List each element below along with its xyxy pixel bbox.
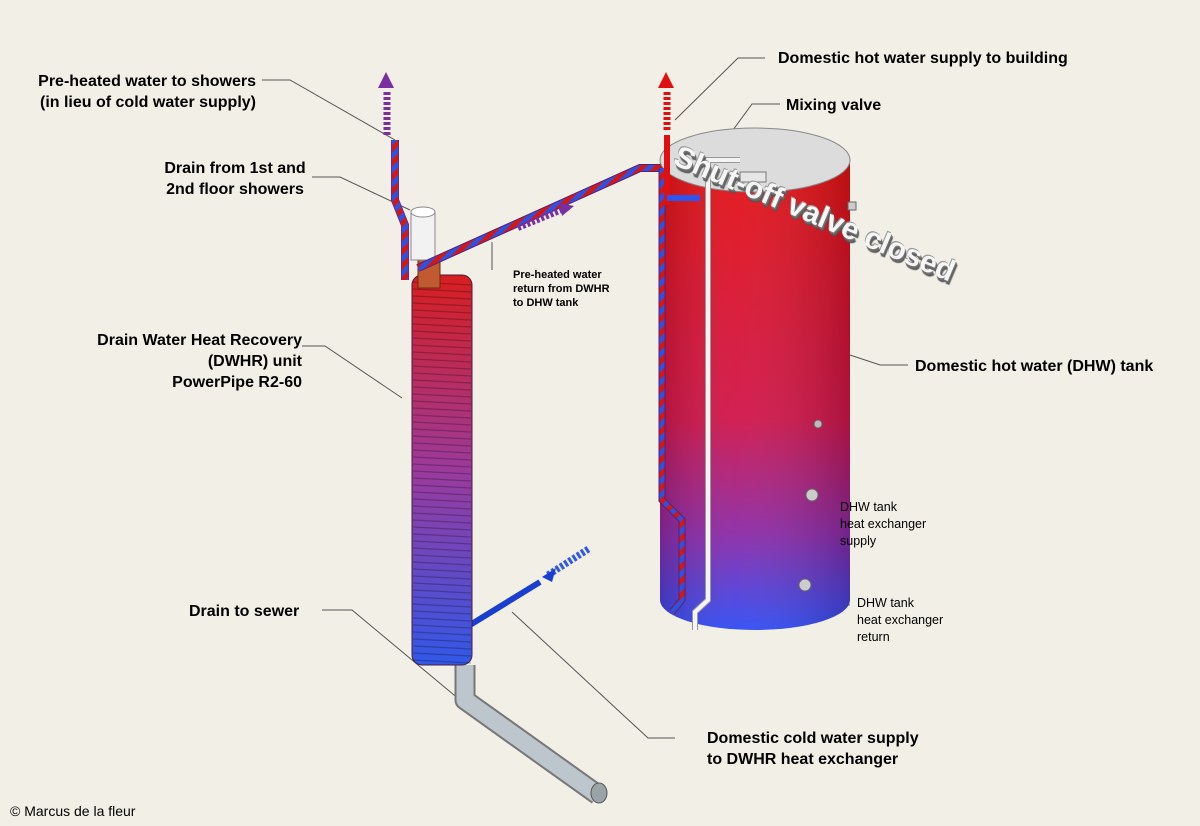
label-line: heat exchanger (857, 613, 944, 627)
label-line: (DWHR) unit (207, 353, 302, 370)
coil-ridge (412, 449, 472, 454)
label-dhw-supply: Domestic hot water supply to building (778, 50, 1068, 67)
coil-ridge (412, 442, 472, 447)
label-hx-supply: DHW tank heat exchanger supply (840, 499, 926, 550)
label-hx-return: DHW tank heat exchanger return (857, 595, 943, 646)
coil-ridge (412, 477, 472, 482)
copyright: © Marcus de la fleur (10, 803, 136, 819)
label-line: Domestic cold water supply (707, 730, 919, 747)
label-line: return from DWHR (513, 283, 610, 295)
coil-ridge (412, 547, 472, 552)
label-line: to DHW tank (513, 297, 579, 309)
label-line: PowerPipe R2-60 (172, 374, 302, 391)
hot-supply (658, 72, 700, 205)
coil-ridge (412, 617, 472, 622)
label-line: (in lieu of cold water supply) (39, 94, 256, 111)
coil-ridge (412, 379, 472, 384)
coil-ridge (412, 337, 472, 342)
coil-ridge (412, 575, 472, 580)
label-line: heat exchanger (840, 517, 927, 531)
coil-ridge (412, 372, 472, 377)
coil-ridge (412, 519, 472, 524)
coil-ridge (412, 561, 472, 566)
label-dhw-tank: Domestic hot water (DHW) tank (915, 358, 1154, 375)
label-line: 2nd floor showers (166, 181, 304, 198)
coil-ridge (412, 330, 472, 335)
coil-ridge (412, 456, 472, 461)
coil-ridge (412, 428, 472, 433)
coil-ridge (412, 505, 472, 510)
coil-ridge (412, 400, 472, 405)
coil-ridge (412, 526, 472, 531)
leader-lines (262, 57, 908, 739)
coil-ridge (412, 596, 472, 601)
label-line: to DWHR heat exchanger (707, 751, 899, 768)
label-line: Drain Water Heat Recovery (97, 332, 302, 349)
label-dwhr-unit: Drain Water Heat Recovery (DWHR) unit Po… (97, 330, 302, 393)
coil-ridge (412, 302, 472, 307)
label-line: DHW tank (840, 500, 897, 514)
coil-ridge (412, 288, 472, 293)
coil-ridge (412, 421, 472, 426)
dwhr-coil (411, 257, 473, 666)
label-line: Pre-heated water to showers (38, 73, 256, 90)
coil-ridge (412, 358, 472, 363)
label-preheated-return: Pre-heated water return from DWHR to DHW… (513, 268, 610, 310)
label-drain-from: Drain from 1st and 2nd floor showers (140, 158, 330, 200)
coil-ridge (412, 316, 472, 321)
coil-ridge (412, 603, 472, 608)
coil-ridge (412, 582, 472, 587)
coil-ridge (412, 554, 472, 559)
coil-ridge (412, 386, 472, 391)
coil-ridge (412, 610, 472, 615)
coil-ridge (412, 540, 472, 545)
coil-ridge (412, 344, 472, 349)
coil-ridge (412, 351, 472, 356)
sewer-pipe (454, 665, 608, 804)
coil-ridge (412, 638, 472, 643)
coil-ridge (412, 435, 472, 440)
coil-ridge (412, 533, 472, 538)
coil-ridge (412, 470, 472, 475)
coil-ridge (412, 512, 472, 517)
coil-ridge (412, 491, 472, 496)
coil-ridge (412, 652, 472, 657)
coil-ridge (412, 484, 472, 489)
coil-ridge (412, 568, 472, 573)
drain-inlet (410, 206, 436, 261)
label-mixing-valve: Mixing valve (786, 97, 882, 114)
coil-ridge (412, 323, 472, 328)
coil-ridge (412, 309, 472, 314)
label-preheated-showers: Pre-heated water to showers (in lieu of … (38, 71, 256, 113)
cold-water-pipe (468, 545, 592, 628)
label-cold-supply: Domestic cold water supply to DWHR heat … (707, 728, 919, 770)
label-drain-to-sewer: Drain to sewer (189, 603, 300, 620)
coil-ridge (412, 414, 472, 419)
label-line: Drain from 1st and (164, 160, 306, 177)
coil-ridge (412, 407, 472, 412)
label-line: Pre-heated water (513, 269, 602, 281)
coil-ridge (412, 393, 472, 398)
coil-ridge (412, 624, 472, 629)
mixing-pipe (692, 157, 767, 630)
tank-side-pipe (658, 168, 686, 615)
coil-ridge (412, 631, 472, 636)
coil-ridge (412, 659, 472, 664)
label-line: DHW tank (857, 596, 914, 610)
coil-ridge (412, 498, 472, 503)
label-line: supply (840, 534, 877, 548)
coil-ridge (412, 589, 472, 594)
coil-ridge (412, 295, 472, 300)
coil-ridge (412, 463, 472, 468)
label-line: return (857, 630, 890, 644)
coil-ridge (412, 365, 472, 370)
coil-ridge (412, 645, 472, 650)
